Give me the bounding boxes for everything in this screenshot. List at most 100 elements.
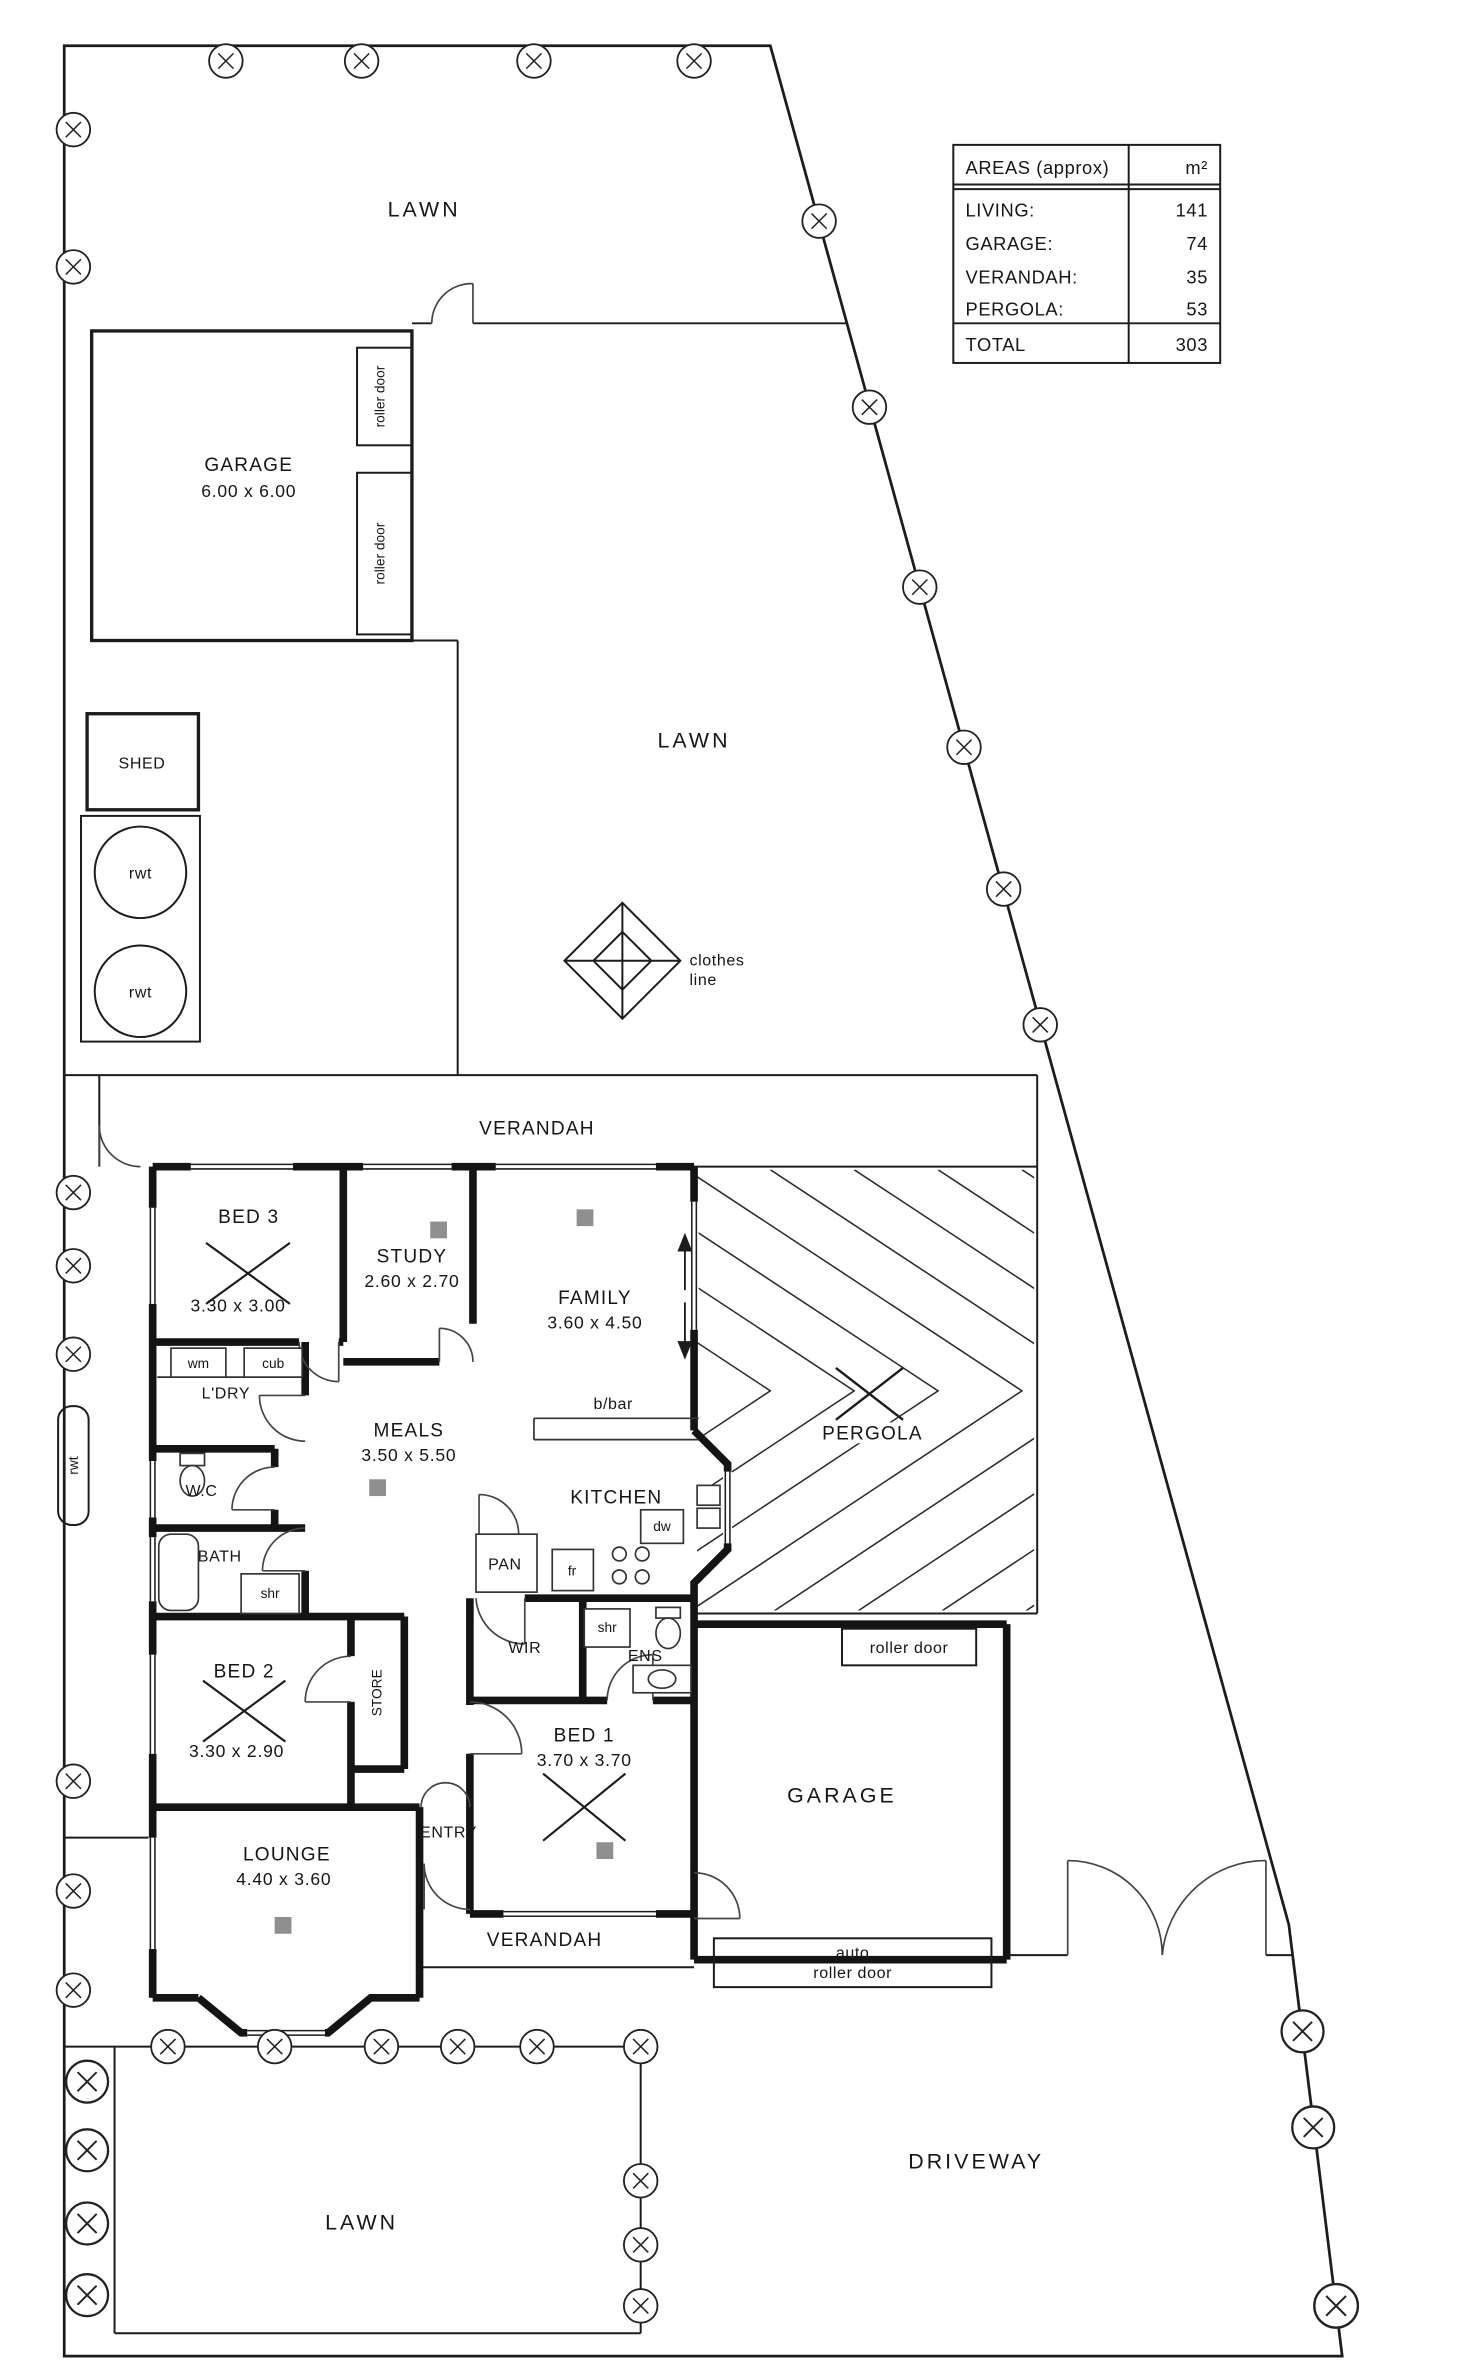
pergola-outline <box>694 1075 1039 1615</box>
tree-icon <box>439 2028 476 2065</box>
label-shr: shr <box>598 1620 617 1635</box>
table-row-label: VERANDAH: <box>966 267 1078 288</box>
door-arc <box>98 1125 141 1168</box>
label-bbar: b/bar <box>593 1396 633 1413</box>
garage-label: GARAGE <box>204 455 293 476</box>
tree-icon <box>55 1763 92 1799</box>
table-grid <box>953 144 1221 363</box>
rwt-label: rwt <box>66 1456 81 1474</box>
room-label-study: STUDY <box>377 1247 448 1268</box>
room-label-bath: BATH <box>198 1549 242 1566</box>
fridge-box <box>551 1548 595 1592</box>
bed2-door-arc <box>304 1655 351 1703</box>
rainwater-tank <box>93 944 188 1039</box>
cooktop-icon <box>611 1569 628 1585</box>
gate-arc <box>430 282 474 324</box>
pantry-door-arc <box>478 1493 520 1535</box>
bed-icon <box>202 1679 286 1743</box>
room-dims-study: 2.60 x 2.70 <box>364 1271 459 1291</box>
label-shr: shr <box>261 1586 280 1601</box>
tree-icon <box>64 2273 110 2318</box>
sink-icon <box>696 1507 721 1529</box>
auto-roller-door-box <box>712 1937 993 1989</box>
tree-icon <box>946 729 982 765</box>
doors <box>231 1327 741 1920</box>
tree-icon <box>622 2028 659 2065</box>
pergola-label: PERGOLA <box>822 1424 923 1445</box>
room-dims-lounge: 4.40 x 3.60 <box>236 1869 331 1889</box>
roller-door-box <box>840 1627 978 1667</box>
sink-icon <box>696 1484 721 1507</box>
label-driveway: DRIVEWAY <box>908 2150 1044 2174</box>
pergola-post-marker <box>835 1366 904 1421</box>
tree-icon <box>851 389 888 425</box>
rainwater-tank <box>93 825 188 920</box>
house: roller door auto roller door BED 3 3.30 … <box>148 1119 1011 2038</box>
room-label-kitchen: KITCHEN <box>570 1488 662 1509</box>
room-dims-bed1: 3.70 x 3.70 <box>537 1750 632 1770</box>
auto-roller-door-label: auto <box>836 1945 870 1962</box>
tree-icon <box>902 569 938 605</box>
tank-enclosure <box>80 814 201 1043</box>
basin-icon <box>647 1669 677 1690</box>
table-title: AREAS (approx) <box>966 157 1110 178</box>
tree-icon <box>64 2201 110 2246</box>
tree-icon <box>55 1248 92 1284</box>
tree-icon <box>64 2059 110 2104</box>
room-label-ens: ENS <box>628 1648 663 1665</box>
table-unit: m² <box>1185 157 1208 178</box>
tree-icon <box>516 43 552 79</box>
tree-icon <box>256 2028 293 2065</box>
table-row-label: PERGOLA: <box>966 299 1064 320</box>
pergola-battens <box>697 1169 1035 1611</box>
ldry-door-arc <box>258 1394 306 1442</box>
table-row-label: GARAGE: <box>966 233 1054 254</box>
washing-machine <box>170 1347 227 1378</box>
table-total-label: TOTAL <box>966 334 1026 355</box>
site-lines <box>64 282 1038 2335</box>
table-border <box>952 143 1222 364</box>
detached-garage: GARAGE 6.00 x 6.00 roller door roller do… <box>89 329 414 643</box>
slider-arrows <box>677 1232 693 1360</box>
clothes-line-label: line <box>689 972 716 989</box>
driveway-gate <box>1006 1859 1292 1957</box>
label-wm: wm <box>187 1356 209 1371</box>
table-row-value: 141 <box>1176 200 1208 221</box>
roller-door-box <box>356 471 413 636</box>
table-row-value: 74 <box>1186 233 1208 254</box>
label-pantry: PAN <box>488 1556 522 1573</box>
label-cub: cub <box>262 1356 284 1371</box>
garage-dims: 6.00 x 6.00 <box>201 481 296 501</box>
yard-divider <box>411 639 459 1076</box>
ceiling-marker <box>369 1479 387 1497</box>
tree-icon <box>363 2028 400 2065</box>
areas-table: AREAS (approx) m² LIVING: 141 GARAGE: 74… <box>952 143 1222 364</box>
tree-icon <box>55 1873 92 1909</box>
clothes-line-label: clothes <box>689 952 744 969</box>
tree-icon <box>622 2163 659 2199</box>
room-label-meals: MEALS <box>374 1421 445 1442</box>
label-lawn-bottom: LAWN <box>325 2211 398 2235</box>
tree-icon <box>150 2028 186 2065</box>
room-dims-family: 3.60 x 4.50 <box>547 1312 642 1332</box>
label-verandah-top: VERANDAH <box>479 1119 595 1140</box>
room-label-garage: GARAGE <box>787 1784 897 1808</box>
entry-door-arc <box>423 1863 470 1911</box>
toilet-icon <box>655 1606 682 1619</box>
cooktop-icon <box>634 1546 650 1562</box>
clothes-line: clothes line <box>563 901 744 1021</box>
table-row-label: LIVING: <box>966 200 1035 221</box>
bath-door-arc <box>261 1527 306 1572</box>
tree-icon <box>519 2028 555 2065</box>
fixtures <box>157 1209 721 1934</box>
rwt-label: rwt <box>129 984 152 1001</box>
tree-icon <box>1313 2282 1360 2329</box>
lawn-border <box>64 2045 642 2335</box>
dishwasher-box <box>639 1508 685 1545</box>
ceiling-marker <box>576 1209 594 1227</box>
label-verandah-bottom: VERANDAH <box>487 1930 603 1951</box>
gate-arcs <box>1066 1859 1267 1956</box>
room-label-laundry: L'DRY <box>202 1385 251 1402</box>
tree-icon <box>1022 1007 1058 1043</box>
